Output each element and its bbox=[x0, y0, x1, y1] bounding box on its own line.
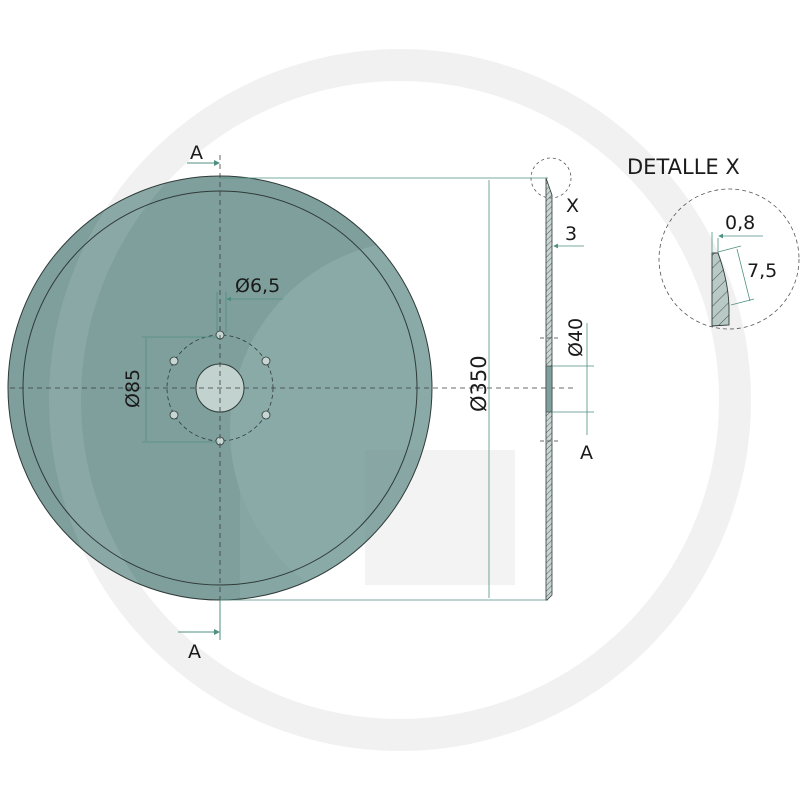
svg-text:3: 3 bbox=[565, 223, 577, 245]
svg-text:A: A bbox=[190, 142, 203, 164]
detail-x-marker: X bbox=[530, 157, 579, 217]
dimension-bolt-hole: Ø6,5 bbox=[216, 275, 283, 333]
detail-x-view: 0,8 7,5 bbox=[658, 188, 800, 330]
svg-text:A: A bbox=[580, 442, 593, 464]
section-marker-top: A bbox=[187, 142, 220, 166]
svg-text:X: X bbox=[566, 195, 579, 217]
dimension-outer-diameter: Ø350 bbox=[220, 177, 548, 601]
bolt-holes bbox=[169, 330, 271, 446]
svg-text:0,8: 0,8 bbox=[725, 212, 755, 234]
svg-text:7,5: 7,5 bbox=[747, 260, 777, 282]
dimension-thickness: 3 bbox=[553, 223, 584, 249]
svg-text:A: A bbox=[188, 641, 201, 663]
detail-title: DETALLE X bbox=[627, 155, 740, 179]
svg-text:Ø6,5: Ø6,5 bbox=[235, 275, 280, 297]
dimension-bolt-circle: Ø85 bbox=[122, 336, 218, 443]
section-marker-bottom: A bbox=[178, 600, 221, 663]
svg-text:Ø85: Ø85 bbox=[122, 369, 144, 408]
dimension-center-hole: Ø40 A bbox=[552, 318, 594, 464]
centerlines bbox=[10, 155, 575, 600]
svg-text:Ø40: Ø40 bbox=[565, 318, 587, 357]
disc-section-view bbox=[540, 177, 558, 601]
svg-text:Ø350: Ø350 bbox=[467, 355, 491, 412]
